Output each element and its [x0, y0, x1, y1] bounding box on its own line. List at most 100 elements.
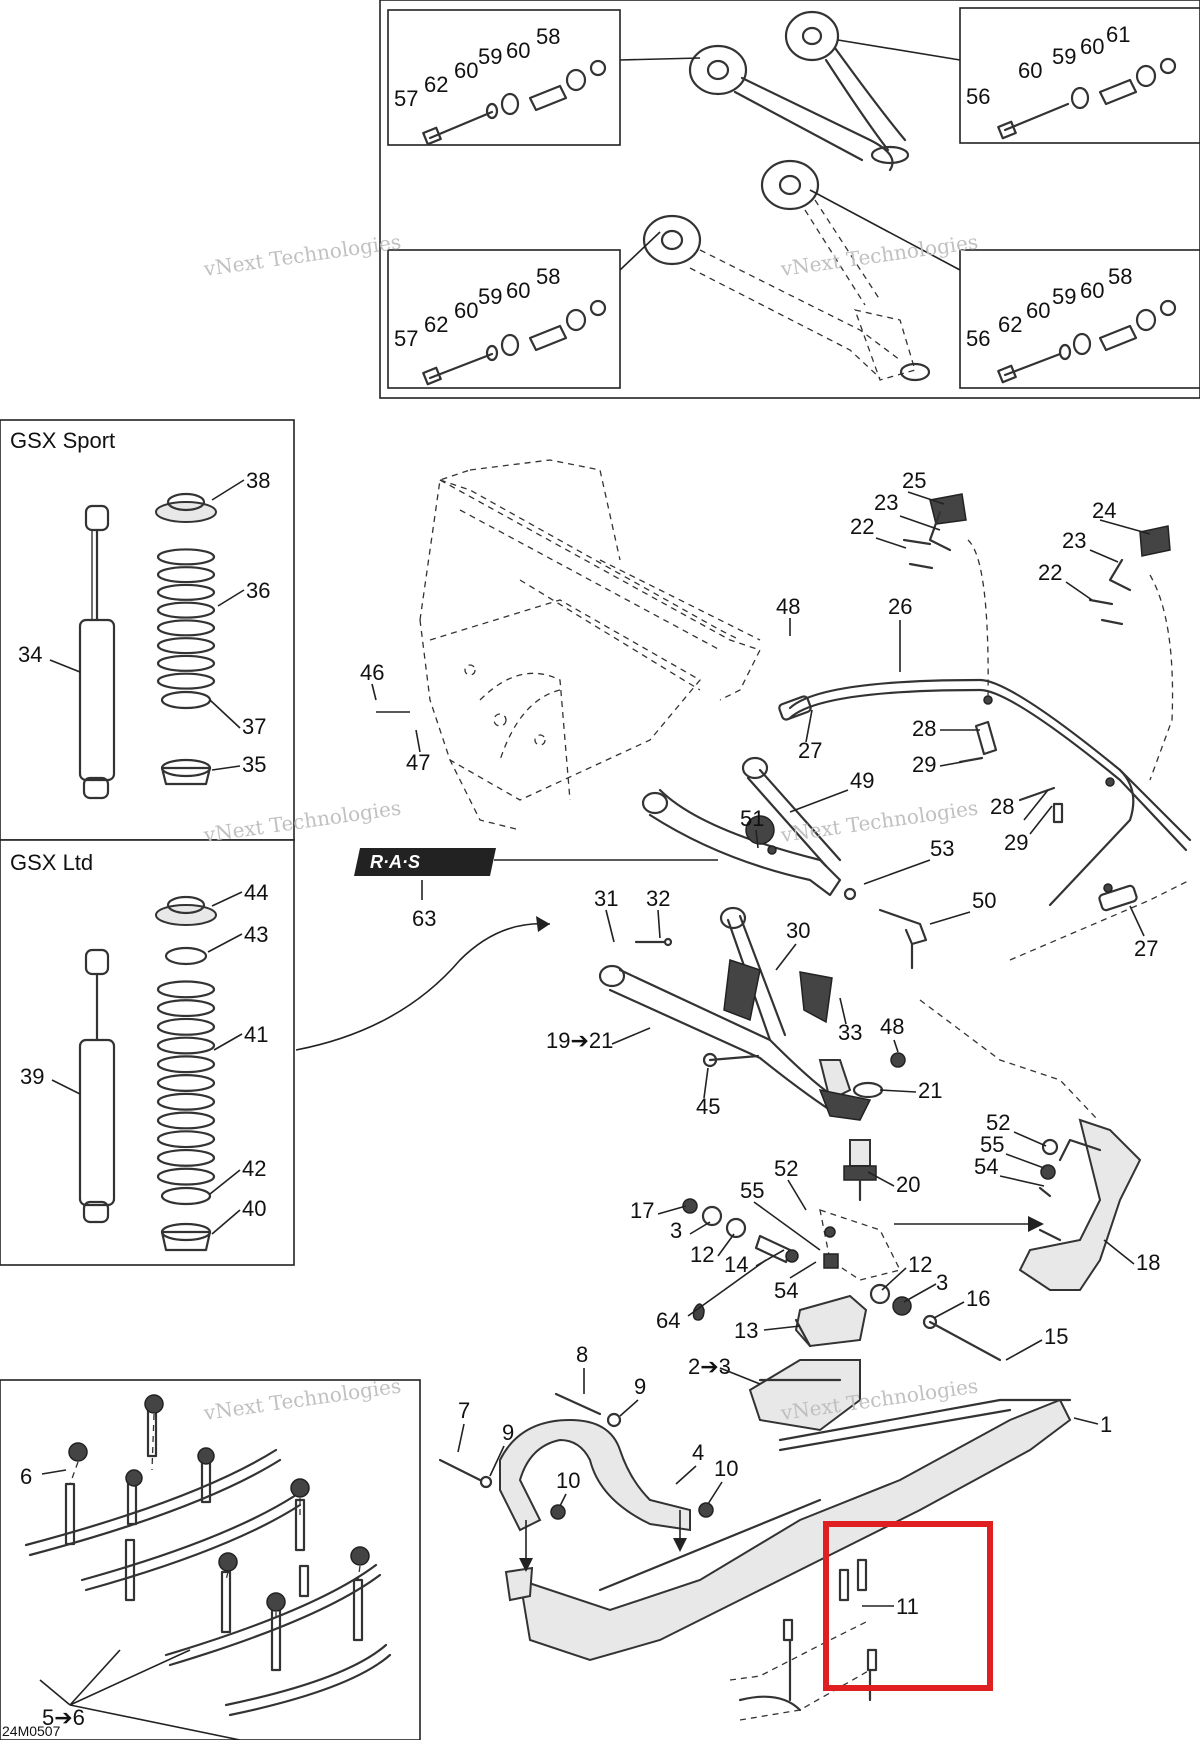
hardware-box-bottom-right [959, 249, 1200, 389]
callout-41: 41 [244, 1022, 268, 1047]
carbide-runner-studs [729, 1558, 878, 1721]
callout-56: 56 [966, 326, 990, 351]
callout-29: 29 [912, 752, 936, 777]
hardware-box-top-left [387, 9, 621, 146]
callout-55: 55 [980, 1132, 1004, 1157]
frame-chassis [419, 459, 761, 831]
callout-54: 54 [774, 1278, 798, 1303]
shock-absorber-39 [78, 948, 116, 1224]
callout-16: 16 [966, 1286, 990, 1311]
callout-19-21: 19➔21 [546, 1028, 613, 1053]
ski-handle-4 [499, 1418, 691, 1532]
spring-coil [156, 654, 216, 672]
ras-logo-text: R·A·S [370, 852, 420, 872]
assembly-arrows [295, 859, 1191, 1572]
callout-62: 62 [998, 312, 1022, 337]
callout-38: 38 [246, 468, 270, 493]
lower-a-arm-19 [598, 906, 906, 1202]
callout-27: 27 [1134, 936, 1158, 961]
callout-49: 49 [850, 768, 874, 793]
callout-29: 29 [1004, 830, 1028, 855]
callout-5-6: 5➔6 [42, 1705, 85, 1730]
spring-coil [156, 1017, 216, 1036]
callout-23: 23 [1062, 528, 1086, 553]
callout-32: 32 [646, 886, 670, 911]
callout-64: 64 [656, 1308, 680, 1333]
bolt-stack-bottom-left [422, 299, 607, 386]
callout-8: 8 [576, 1342, 588, 1367]
callout-25: 25 [902, 468, 926, 493]
handle-bolts [438, 1392, 714, 1520]
spring-coil [156, 1167, 216, 1186]
callout-13: 13 [734, 1318, 758, 1343]
gsx-ltd-box: GSX Ltd 44 43 41 39 42 40 [0, 839, 295, 1266]
callout-4: 4 [692, 1440, 704, 1465]
gsx-ltd-title: GSX Ltd [10, 850, 93, 875]
callout-15: 15 [1044, 1324, 1068, 1349]
callout-54: 54 [974, 1154, 998, 1179]
shock-absorber-34 [78, 504, 116, 800]
gsx-sport-title: GSX Sport [10, 428, 115, 453]
spring-coil [156, 1092, 216, 1111]
spring-coil [156, 601, 216, 619]
callout-60: 60 [506, 278, 530, 303]
bolt-stack-top-right [997, 57, 1177, 140]
callout-34: 34 [18, 642, 42, 667]
callout-9: 9 [502, 1420, 514, 1445]
watermarks: vNext Technologies vNext Technologies vN… [201, 230, 979, 1426]
callout-39: 39 [20, 1064, 44, 1089]
upper-arms-panel: 58 60 59 60 62 57 61 60 59 60 56 58 60 5… [379, 0, 1200, 399]
callout-42: 42 [242, 1156, 266, 1181]
callout-59: 59 [1052, 284, 1076, 309]
main-leaders [371, 491, 1151, 1607]
callout-28: 28 [990, 794, 1014, 819]
spring-coil [156, 1148, 216, 1167]
upper-a-arm [688, 10, 910, 172]
spring-coil [156, 1111, 216, 1130]
callout-2-3: 2➔3 [688, 1354, 731, 1379]
callout-52: 52 [986, 1110, 1010, 1135]
callout-48: 48 [776, 594, 800, 619]
callout-28: 28 [912, 716, 936, 741]
callout-52: 52 [774, 1156, 798, 1181]
coil-springs [156, 548, 216, 1186]
callout-48: 48 [880, 1014, 904, 1039]
sway-bar-link [958, 720, 1064, 824]
callout-53: 53 [930, 836, 954, 861]
callout-59: 59 [478, 284, 502, 309]
callout-60: 60 [454, 58, 478, 83]
callout-17: 17 [630, 1198, 654, 1223]
spring-coil [156, 672, 216, 690]
spring-stack-sport [155, 492, 217, 786]
callout-62: 62 [424, 312, 448, 337]
callout-7: 7 [458, 1398, 470, 1423]
callout-37: 37 [242, 714, 266, 739]
callout-59: 59 [1052, 44, 1076, 69]
spring-stack-ltd [155, 895, 217, 1252]
callout-11: 11 [896, 1594, 919, 1619]
spring-coil [156, 1074, 216, 1092]
callout-60: 60 [506, 38, 530, 63]
callout-12: 12 [690, 1242, 714, 1267]
callout-44: 44 [244, 880, 268, 905]
hardware-box-top-right [959, 7, 1200, 144]
callout-26: 26 [888, 594, 912, 619]
callout-46: 46 [360, 660, 384, 685]
callout-10: 10 [556, 1468, 580, 1493]
callout-58: 58 [1108, 264, 1132, 289]
callout-60: 60 [454, 298, 478, 323]
callout-43: 43 [244, 922, 268, 947]
callout-62: 62 [424, 72, 448, 97]
callout-33: 33 [838, 1020, 862, 1045]
callout-45: 45 [696, 1094, 720, 1119]
hardware-box-bottom-left [387, 249, 621, 389]
ras-logo: R·A·S [354, 848, 496, 876]
callout-30: 30 [786, 918, 810, 943]
callout-61: 61 [1106, 22, 1130, 47]
spring-coil [156, 637, 216, 655]
callout-12: 12 [908, 1252, 932, 1277]
spring-coil [156, 999, 216, 1018]
callout-10: 10 [714, 1456, 738, 1481]
